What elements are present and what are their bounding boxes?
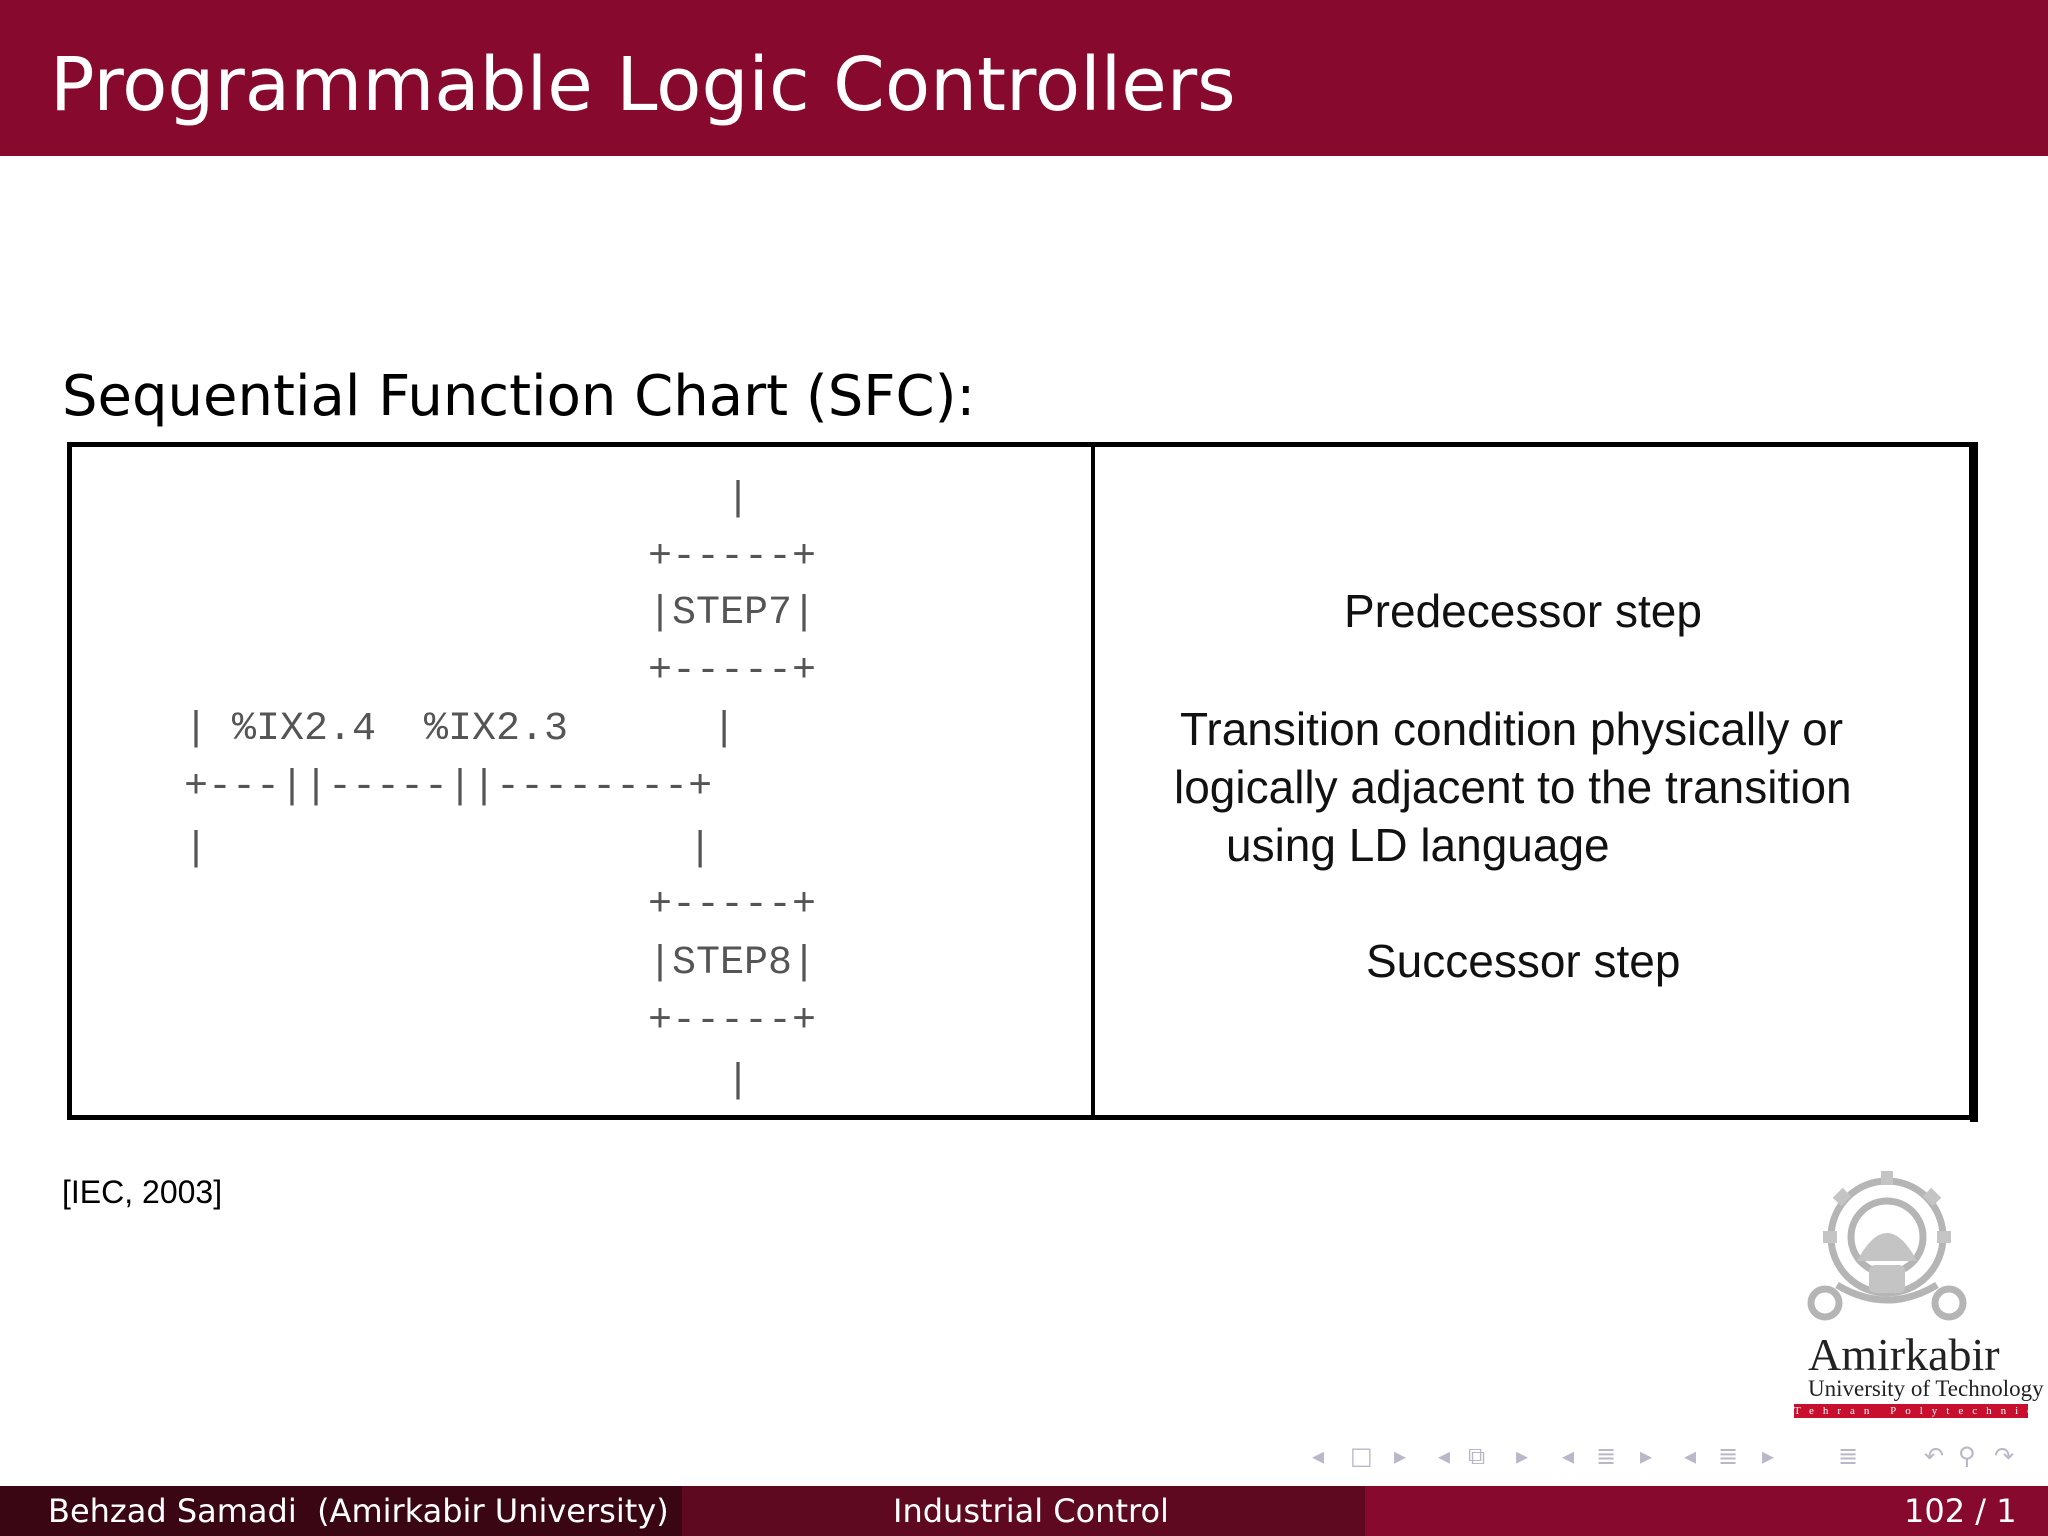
nav-back-icon[interactable]: ↶ xyxy=(1924,1442,1945,1470)
sfc-step8-top-border: +-----+ xyxy=(648,883,817,928)
sfc-line-top-link: | xyxy=(726,477,751,522)
nav-prev-section-icon[interactable]: ◂ xyxy=(1562,1442,1575,1470)
university-logo-subtitle: University of Technology xyxy=(1808,1376,2044,1401)
nav-forward-icon[interactable]: ↷ xyxy=(1994,1442,2015,1470)
nav-next-subsection-icon[interactable]: ▸ xyxy=(1516,1442,1529,1470)
sfc-column-divider xyxy=(1091,442,1095,1120)
sfc-right-edge xyxy=(1970,442,1978,1122)
section-heading: Sequential Function Chart (SFC): xyxy=(62,364,976,429)
successor-step-label: Successor step xyxy=(1366,935,1681,987)
slide-footer: Behzad Samadi (Amirkabir University) Ind… xyxy=(0,1486,2048,1536)
nav-next-frame-icon[interactable]: ▸ xyxy=(1394,1442,1407,1470)
university-logo-emblem xyxy=(1807,1171,1967,1321)
sfc-step8-bottom-border: +-----+ xyxy=(648,999,817,1044)
nav-next-part-icon[interactable]: ▸ xyxy=(1762,1442,1775,1470)
sfc-step7-box: |STEP7| xyxy=(648,591,817,636)
university-logo-band: Tehran Polytechnic xyxy=(1794,1404,2028,1418)
sfc-ld-rung: +---||-----||--------+ xyxy=(184,765,713,810)
footer-page-block: 102 / 1 xyxy=(1365,1486,2048,1536)
sfc-rung-links: | | xyxy=(184,827,713,872)
nav-search-icon[interactable]: ⚲ xyxy=(1958,1442,1976,1470)
nav-frame-icon[interactable]: □ xyxy=(1350,1442,1373,1470)
citation: [IEC, 2003] xyxy=(62,1174,223,1210)
beamer-navigation-bar: ◂ □ ▸ ◂ ⧉ ▸ ◂ ≣ ▸ ◂ ≣ ▸ ≣ ↶ ⚲ ↷ xyxy=(1310,1436,2036,1476)
footer-author-block: Behzad Samadi (Amirkabir University) xyxy=(0,1486,682,1536)
nav-next-section-icon[interactable]: ▸ xyxy=(1640,1442,1653,1470)
footer-page-number: 102 / 1 xyxy=(1904,1492,2017,1530)
footer-author: Behzad Samadi (Amirkabir University) xyxy=(48,1492,669,1530)
slide-header: Programmable Logic Controllers xyxy=(0,0,2048,156)
sfc-step7-bottom-border: +-----+ xyxy=(648,649,817,694)
slide-title: Programmable Logic Controllers xyxy=(50,42,1236,128)
university-logo-name: Amirkabir xyxy=(1808,1329,2000,1380)
sfc-contact-labels: | %IX2.4 %IX2.3 | xyxy=(184,707,737,752)
transition-description-line1: Transition condition physically or xyxy=(1180,703,1844,755)
footer-course: Industrial Control xyxy=(893,1492,1169,1530)
nav-prev-frame-icon[interactable]: ◂ xyxy=(1312,1442,1325,1470)
nav-subsection-icon[interactable]: ⧉ xyxy=(1468,1442,1486,1470)
transition-description-line2: logically adjacent to the transition xyxy=(1174,761,1852,813)
sfc-step7-top-border: +-----+ xyxy=(648,535,817,580)
nav-part-icon[interactable]: ≣ xyxy=(1718,1442,1739,1470)
nav-prev-subsection-icon[interactable]: ◂ xyxy=(1438,1442,1451,1470)
nav-section-icon[interactable]: ≣ xyxy=(1596,1442,1617,1470)
nav-document-icon[interactable]: ≣ xyxy=(1838,1442,1859,1470)
predecessor-step-label: Predecessor step xyxy=(1344,585,1702,637)
sfc-line-bottom-link: | xyxy=(726,1059,751,1104)
sfc-step8-box: |STEP8| xyxy=(648,941,817,986)
nav-prev-part-icon[interactable]: ◂ xyxy=(1684,1442,1697,1470)
transition-description-line3: using LD language xyxy=(1226,819,1610,871)
footer-course-block: Industrial Control xyxy=(682,1486,1365,1536)
